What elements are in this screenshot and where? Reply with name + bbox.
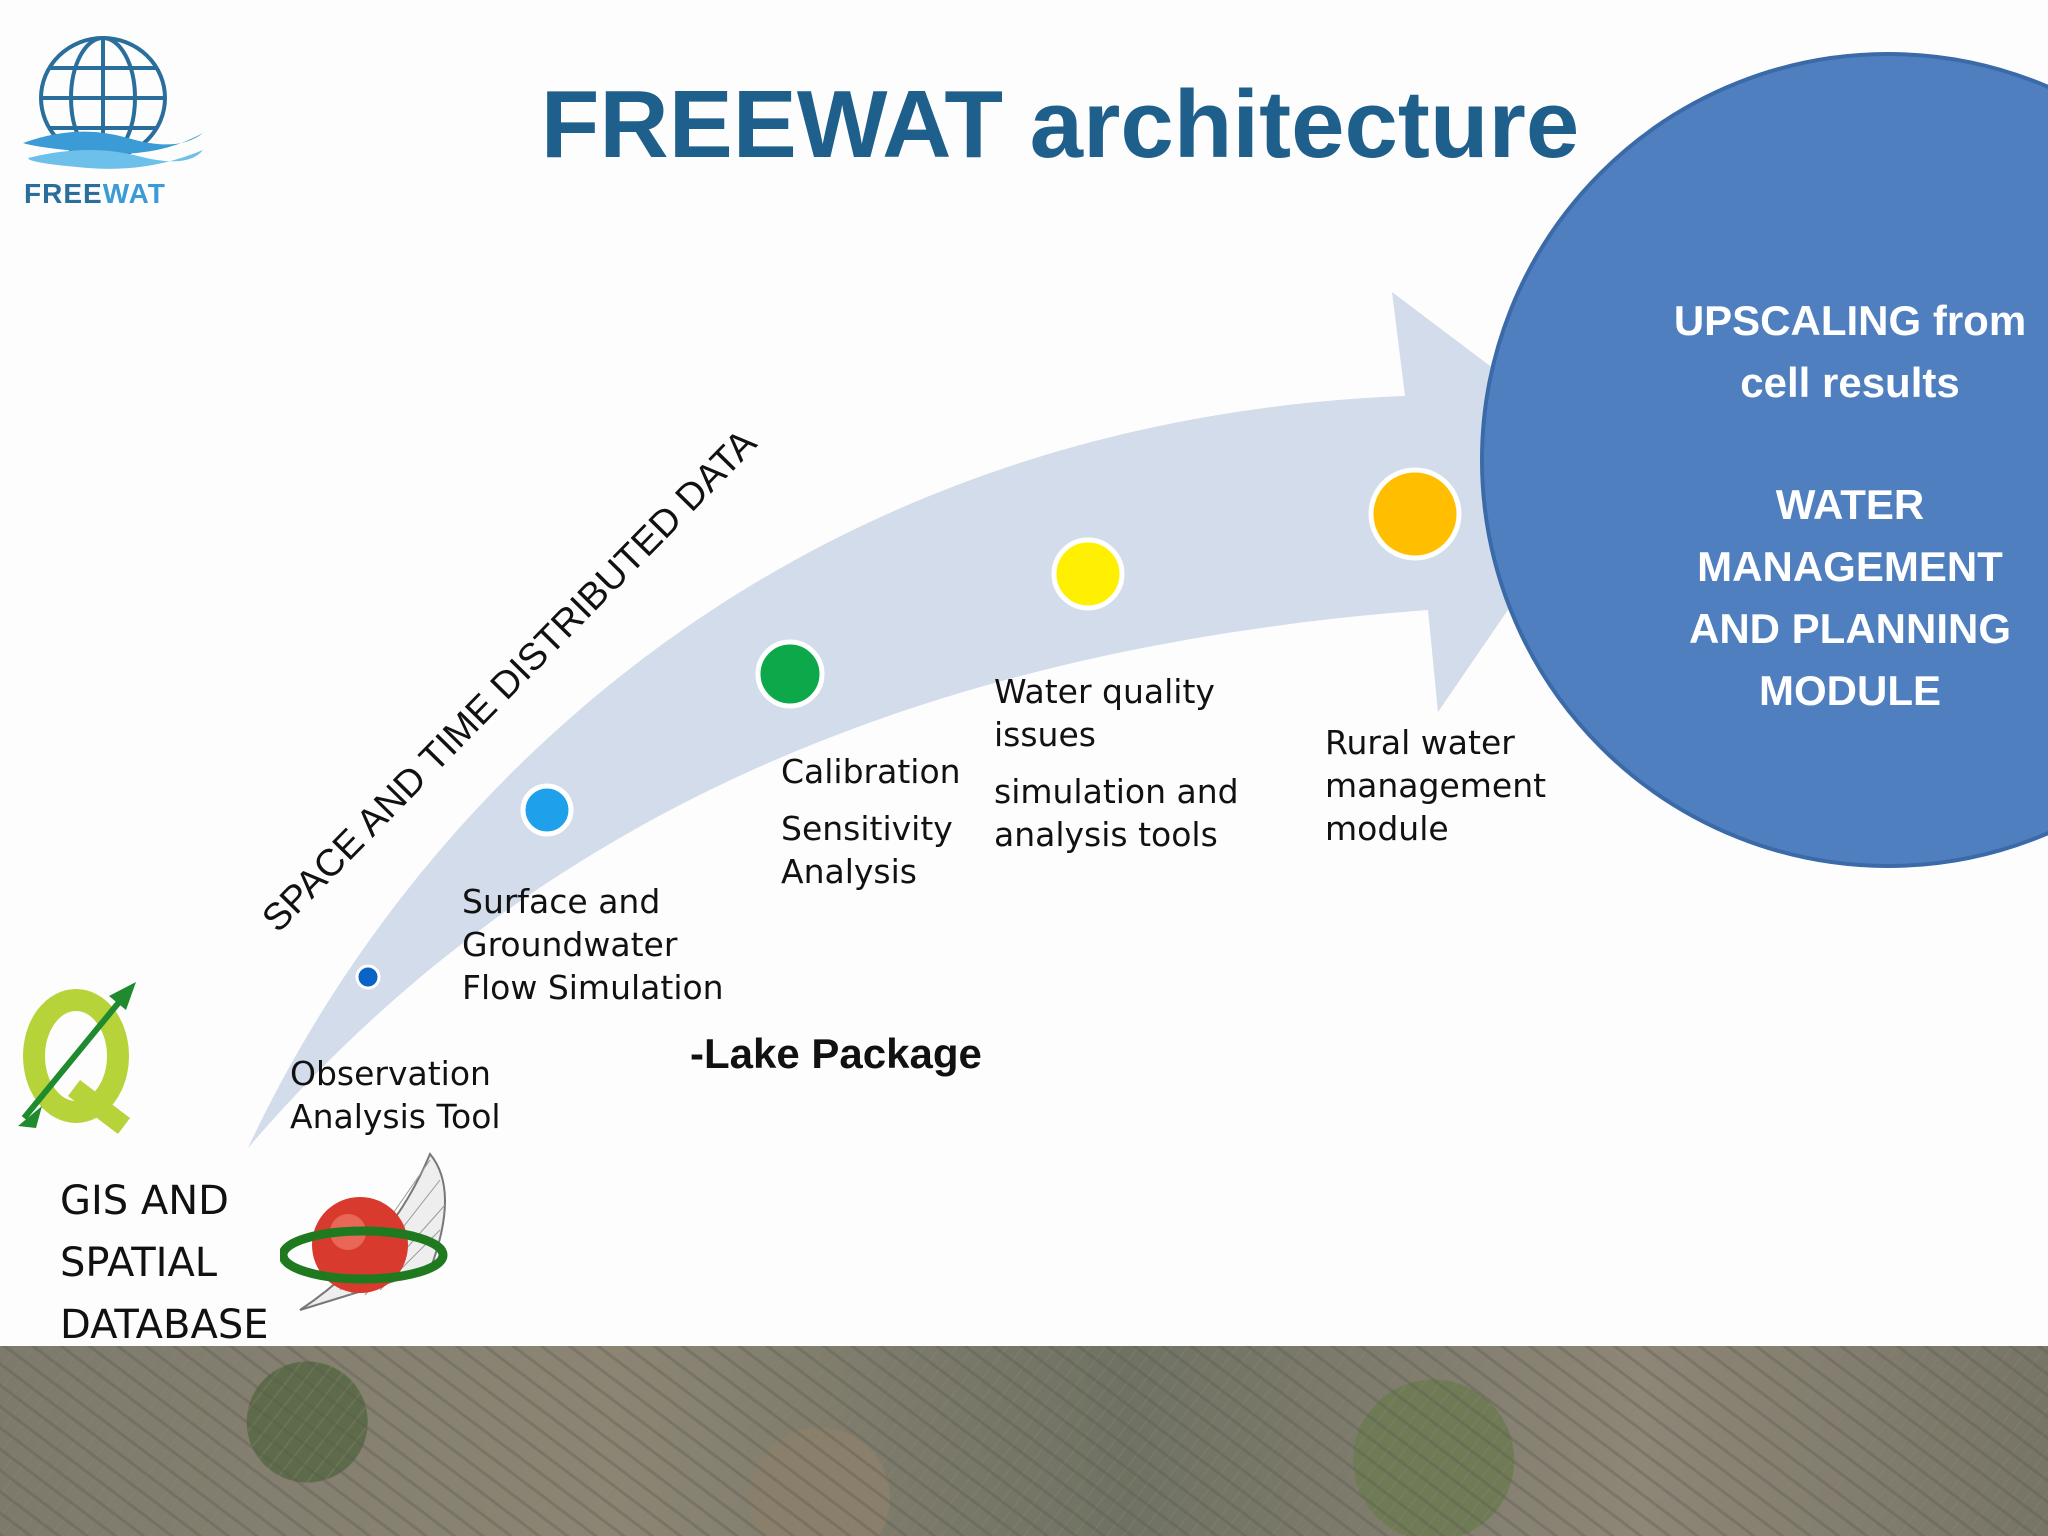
freewat-globe-logo-icon [23, 36, 203, 169]
dot-observation [355, 964, 381, 990]
qgis-logo-icon [18, 982, 136, 1134]
dot-flow-simulation [520, 783, 574, 837]
step-rural-water-label: Rural water management module [1325, 723, 1547, 848]
logo-wordmark: FREEWAT [24, 178, 166, 209]
lake-package-label: -Lake Package [690, 1030, 982, 1077]
dot-calibration [755, 639, 825, 709]
upscaling-circle-text: UPSCALING from cell results WATER MANAGE… [1673, 297, 2027, 714]
aerial-photo-strip [0, 1346, 2048, 1536]
step-water-quality-label: Water quality issues simulation and anal… [994, 672, 1239, 854]
step-flow-simulation-label: Surface and Groundwater Flow Simulation [462, 882, 724, 1007]
dot-water-quality [1051, 537, 1125, 611]
progress-arrow [248, 292, 1612, 1148]
gis-database-label: GIS AND SPATIAL DATABASE [60, 1178, 269, 1348]
page-title: FREEWAT architecture [540, 71, 1580, 178]
target-circle [1480, 52, 2048, 868]
step-observation-label: Observation Analysis Tool [290, 1054, 501, 1136]
dot-rural-water [1368, 467, 1462, 561]
step-calibration-label: Calibration Sensitivity Analysis [781, 752, 961, 891]
spatialite-logo-icon [280, 1152, 448, 1311]
